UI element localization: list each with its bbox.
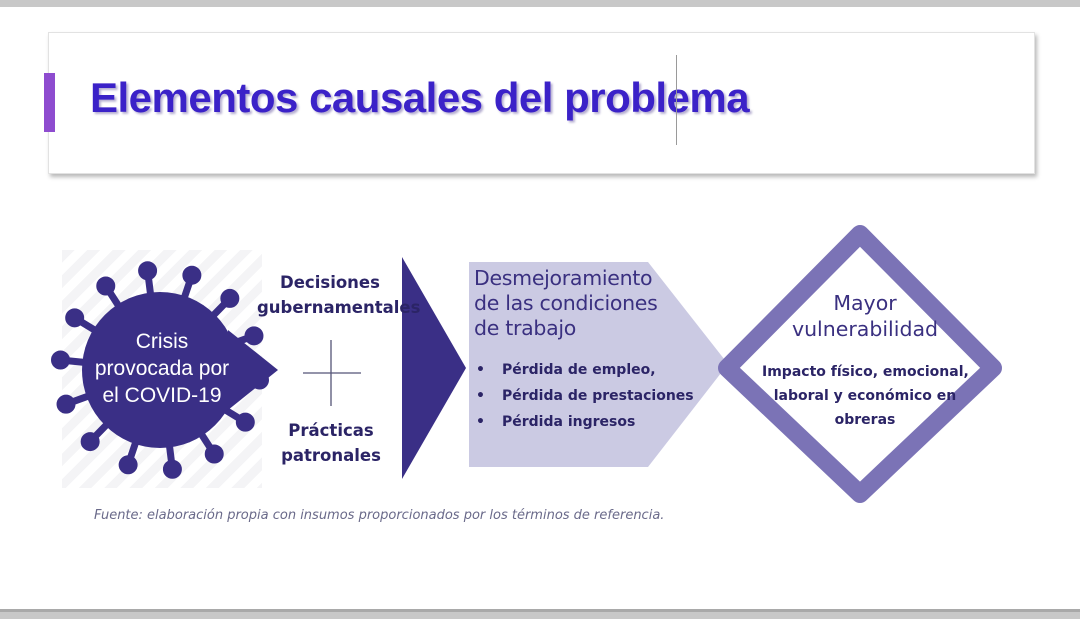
virus-spike-tip	[235, 412, 255, 432]
factor-line: Prácticas	[288, 421, 374, 440]
factor-line: gubernamentales	[257, 298, 421, 317]
outcome-body-line: obreras	[834, 412, 896, 428]
slide-title: Elementos causales del problema	[90, 74, 750, 121]
bottom-divider	[0, 609, 1080, 612]
factor-employer-label: Prácticas patronales	[268, 418, 394, 468]
virus-spike-tip	[182, 265, 202, 285]
factors-arrow-icon	[402, 257, 466, 479]
bottom-border	[0, 612, 1080, 619]
list-item: •Pérdida de empleo,	[476, 362, 656, 378]
cause-line: el COVID-19	[102, 384, 222, 407]
list-item-text: Pérdida de empleo,	[502, 362, 656, 378]
virus-spike-tip	[244, 326, 264, 346]
virus-spike-tip	[162, 459, 182, 479]
conditions-arrow-shape	[469, 262, 728, 467]
list-item-text: Pérdida ingresos	[502, 414, 636, 430]
factor-line: patronales	[281, 446, 381, 465]
virus-spike-tip	[138, 261, 158, 281]
virus-spike-tip	[65, 308, 85, 328]
outcome-body-line: Impacto físico, emocional,	[762, 364, 969, 380]
factor-line: Decisiones	[280, 273, 380, 292]
conditions-title: Desmejoramiento de las condiciones de tr…	[474, 266, 658, 341]
virus-spike-tip	[96, 276, 116, 296]
outcome-title-line: Mayor	[833, 291, 897, 315]
outcome-title-line: vulnerabilidad	[791, 317, 939, 341]
outcome-body: Impacto físico, emocional, laboral y eco…	[762, 360, 969, 432]
plus-icon	[303, 340, 361, 406]
list-item-text: Pérdida de prestaciones	[502, 388, 694, 404]
cause-label: Crisis provocada por el COVID-19	[92, 328, 232, 409]
list-item: •Pérdida de prestaciones	[476, 388, 694, 404]
factor-government-label: Decisiones gubernamentales	[257, 270, 421, 320]
virus-spike-tip	[50, 350, 70, 370]
cause-line: Crisis	[135, 330, 189, 353]
virus-spike-tip	[56, 394, 76, 414]
outcome-body-line: laboral y económico en	[773, 388, 957, 404]
conditions-list: •Pérdida de empleo, •Pérdida de prestaci…	[476, 357, 694, 435]
conditions-title-line: de las condiciones	[474, 291, 658, 315]
source-note: Fuente: elaboración propia con insumos p…	[94, 508, 665, 523]
cause-line: provocada por	[94, 357, 230, 380]
list-item: •Pérdida ingresos	[476, 414, 636, 430]
virus-arrow-icon	[228, 330, 278, 410]
virus-spike-tip	[118, 455, 138, 475]
top-border	[0, 0, 1080, 7]
virus-spike-tip	[220, 288, 240, 308]
virus-spike-tip	[80, 432, 100, 452]
conditions-title-line: Desmejoramiento	[474, 266, 653, 290]
outcome-title: Mayor vulnerabilidad	[765, 290, 965, 342]
text-cursor	[676, 55, 677, 145]
title-card	[48, 32, 1035, 174]
conditions-title-line: de trabajo	[474, 316, 576, 340]
virus-spike-tip	[204, 444, 224, 464]
title-accent-bar	[44, 73, 55, 132]
outcome-diamond-shape	[718, 225, 1002, 503]
